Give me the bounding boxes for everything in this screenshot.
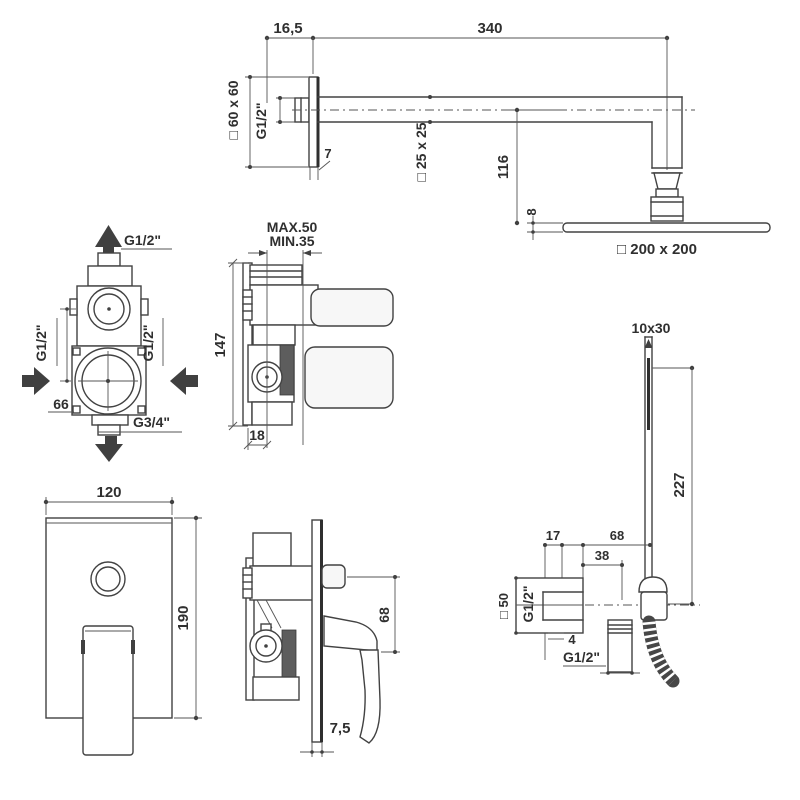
dim-plate-thickness: 7,5 bbox=[330, 720, 351, 737]
trim-plate-front-view: 120 190 bbox=[43, 484, 202, 756]
flow-arrow-right-in-icon bbox=[170, 367, 198, 395]
dim-valve-right-thread: G1/2" bbox=[140, 325, 156, 362]
arm-head-joint bbox=[650, 167, 684, 222]
dim-plate-height: 190 bbox=[175, 605, 192, 630]
dim-valve-bottom-thread: G3/4" bbox=[133, 414, 170, 430]
dim-outlet-gap: 4 bbox=[568, 632, 576, 647]
dim-rail-length: 227 bbox=[671, 472, 688, 497]
dim-flange-size: □ 60 x 60 bbox=[225, 80, 241, 139]
hand-shower-holder bbox=[638, 576, 668, 621]
dim-depth-min: MIN.35 bbox=[269, 233, 314, 249]
mixer-side-view: 68 7,5 bbox=[242, 519, 400, 757]
trim-plate bbox=[45, 517, 173, 756]
dim-outlet-rail-offset: 68 bbox=[610, 528, 624, 543]
dim-valve-port-distance: 66 bbox=[53, 396, 69, 412]
valve-body-front bbox=[69, 252, 149, 436]
dim-outlet-thread: G1/2" bbox=[520, 586, 536, 623]
dim-outlet-spout-offset: 38 bbox=[595, 548, 609, 563]
flow-arrow-left-in-icon bbox=[22, 367, 50, 395]
dim-flange-thickness: 7 bbox=[324, 146, 331, 161]
handle-base-side bbox=[304, 346, 394, 409]
flow-arrow-up-icon bbox=[95, 225, 122, 254]
slide-rail bbox=[644, 336, 653, 579]
dim-arm-profile: □ 25 x 25 bbox=[413, 122, 429, 181]
valve-side-view: MAX.50 MIN.35 bbox=[212, 219, 394, 450]
dim-outlet-wall-offset: 17 bbox=[546, 528, 560, 543]
shower-hose bbox=[642, 615, 680, 688]
dim-valve-left-thread: G1/2" bbox=[33, 325, 49, 362]
dim-valve-top-thread: G1/2" bbox=[124, 232, 161, 248]
dim-spout-thread: G1/2" bbox=[563, 649, 600, 665]
dim-plate-width: 120 bbox=[96, 484, 121, 501]
mixer-handle-front bbox=[82, 625, 134, 756]
mixer-body-side bbox=[242, 532, 314, 701]
valve-front-view: G1/2" G1/2" G1/2" 66 G3/4" bbox=[22, 225, 198, 462]
dim-arm-offset: 16,5 bbox=[273, 20, 302, 37]
dim-head-thickness: 8 bbox=[524, 208, 539, 215]
shower-arm-tube bbox=[292, 95, 695, 169]
dim-arm-length: 340 bbox=[477, 20, 502, 37]
dim-valve-height: 147 bbox=[212, 332, 229, 357]
hand-shower-outlet-view: 10x30 227 17 68 38 □ 50 G1/2" bbox=[496, 320, 700, 688]
dim-depth-front: 18 bbox=[249, 427, 265, 443]
outlet-wall-plate bbox=[514, 576, 584, 635]
dim-head-size: □ 200 x 200 bbox=[617, 241, 697, 258]
dim-handle-offset: 68 bbox=[376, 607, 392, 623]
valve-body-side bbox=[242, 262, 394, 426]
dim-drop-height: 116 bbox=[495, 155, 512, 179]
shower-head bbox=[562, 222, 771, 233]
outlet-spout bbox=[600, 619, 640, 675]
wall-flange bbox=[294, 76, 320, 168]
cartridge-knob-side bbox=[310, 288, 394, 327]
dim-depth-max: MAX.50 bbox=[267, 219, 318, 235]
dim-flange-thread: G1/2" bbox=[253, 103, 269, 140]
dim-outlet-plate-size: □ 50 bbox=[496, 593, 511, 619]
cartridge-knob-through-plate bbox=[321, 564, 346, 589]
mixer-lever-side bbox=[323, 615, 381, 744]
dim-rail-profile: 10x30 bbox=[632, 320, 671, 336]
shower-arm-view: 16,5 340 □ 60 x 60 G1/2" 7 bbox=[225, 20, 771, 258]
flow-arrow-down-icon bbox=[95, 436, 123, 462]
